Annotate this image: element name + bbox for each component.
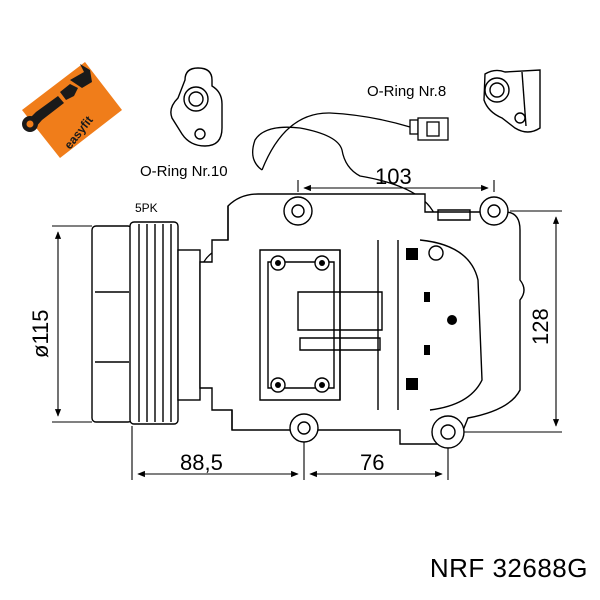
wrench-icon xyxy=(22,64,92,132)
dimension-76: 76 xyxy=(360,450,384,475)
mounting-bolts xyxy=(270,196,509,449)
hex-nuts xyxy=(275,248,457,390)
pulley-label: 5PK xyxy=(135,201,158,215)
oring-8-label: O-Ring Nr.8 xyxy=(367,83,446,100)
oring-8-fitting xyxy=(483,69,541,133)
oring-10-fitting xyxy=(170,67,223,147)
dimension-lines xyxy=(52,180,562,480)
pulley xyxy=(91,221,201,425)
wire-connector xyxy=(409,117,449,141)
compressor-body xyxy=(199,193,525,445)
easyfit-logo: easyfit xyxy=(22,62,122,158)
part-number-caption: NRF 32688G xyxy=(429,553,588,583)
oring-10-label: O-Ring Nr.10 xyxy=(140,163,228,180)
dimension-128: 128 xyxy=(528,308,553,345)
dimension-115: ø115 xyxy=(28,309,53,358)
dimension-88-5: 88,5 xyxy=(180,450,223,475)
dimension-103: 103 xyxy=(375,164,412,189)
